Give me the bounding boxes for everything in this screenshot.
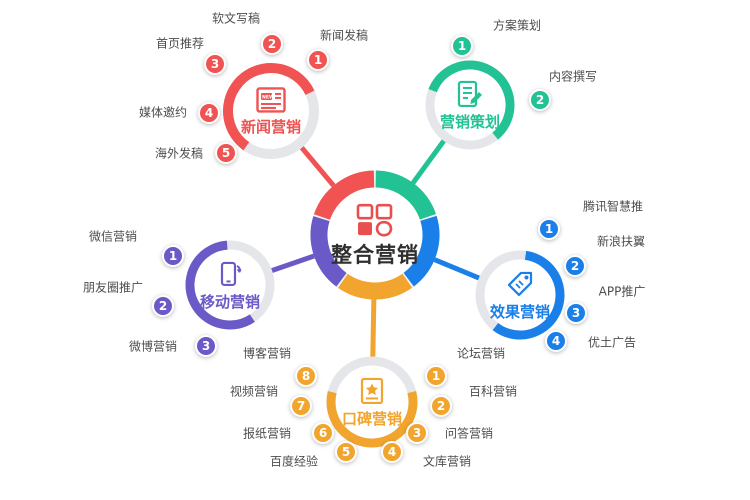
badge-koubei-3: 3 [406, 422, 428, 444]
badge-news-4: 4 [198, 102, 220, 124]
satellite-label-koubei: 口碑营销 [341, 409, 403, 428]
badge-effect-3: 3 [565, 302, 587, 324]
badge-koubei-2: 2 [430, 395, 452, 417]
plan-icon [440, 80, 500, 112]
center-ring-segment-orange [310, 170, 440, 300]
item-label-plan-1: 方案策划 [492, 18, 542, 33]
badge-news-2: 2 [261, 33, 283, 55]
satellite-mobile: 移动营销 [200, 260, 260, 310]
news-icon: NEW [241, 87, 301, 117]
item-label-effect-1: 腾讯智慧推 [582, 199, 644, 214]
item-label-koubei-6: 报纸营销 [242, 426, 292, 441]
badge-effect-2: 2 [564, 255, 586, 277]
badge-koubei-4: 4 [381, 441, 403, 463]
center-ring-segment-red [310, 170, 440, 300]
item-label-news-3: 首页推荐 [155, 36, 205, 51]
badge-koubei-7: 7 [290, 395, 312, 417]
badge-effect-4: 4 [545, 330, 567, 352]
item-label-koubei-3: 问答营销 [444, 426, 494, 441]
badge-koubei-6: 6 [312, 422, 334, 444]
mobile-icon [200, 260, 260, 292]
item-label-news-5: 海外发稿 [154, 146, 204, 161]
ring-news-arc [223, 63, 320, 159]
item-label-mobile-1: 微信营销 [88, 229, 138, 244]
badge-koubei-8: 8 [295, 365, 317, 387]
badge-koubei-1: 1 [425, 365, 447, 387]
badge-effect-1: 1 [538, 218, 560, 240]
badge-mobile-2: 2 [152, 295, 174, 317]
satellite-news: NEW 新闻营销 [241, 87, 301, 135]
item-label-koubei-5: 百度经验 [269, 454, 319, 469]
ring-mobile-arc [185, 240, 275, 330]
satellite-effect: 效果营销 [490, 270, 550, 320]
satellite-label-effect: 效果营销 [489, 302, 551, 321]
center-inner-disc [328, 188, 422, 282]
tag-icon [490, 270, 550, 302]
svg-text:NEW: NEW [262, 94, 274, 100]
item-label-news-4: 媒体邀约 [138, 105, 188, 120]
badge-news-3: 3 [204, 53, 226, 75]
badge-news-1: 1 [307, 49, 329, 71]
item-label-plan-2: 内容撰写 [548, 69, 598, 84]
item-label-koubei-7: 视频营销 [229, 384, 279, 399]
satellite-label-mobile: 移动营销 [199, 292, 261, 311]
badge-plan-1: 1 [451, 35, 473, 57]
badge-koubei-5: 5 [335, 441, 357, 463]
badge-plan-2: 2 [529, 89, 551, 111]
satellite-plan: 营销策划 [440, 80, 500, 130]
satellite-label-news: 新闻营销 [240, 117, 302, 136]
grid-icon [331, 203, 419, 241]
satellite-koubei: 口碑营销 [342, 377, 402, 427]
badge-mobile-1: 1 [162, 245, 184, 267]
item-label-mobile-2: 朋友圈推广 [82, 280, 144, 295]
badge-news-5: 5 [215, 142, 237, 164]
center-title: 整合营销 [331, 242, 419, 267]
item-label-koubei-1: 论坛营销 [456, 346, 506, 361]
item-label-koubei-4: 文库营销 [422, 454, 472, 469]
center-ring-segment-blue [310, 170, 440, 300]
item-label-mobile-3: 微博营销 [128, 339, 178, 354]
badge-mobile-3: 3 [195, 335, 217, 357]
item-label-koubei-8: 博客营销 [242, 346, 292, 361]
item-label-effect-4: 优土广告 [587, 335, 637, 350]
item-label-effect-2: 新浪扶翼 [596, 234, 646, 249]
item-label-news-2: 软文写稿 [211, 11, 261, 26]
center-node: 整合营销 [331, 203, 419, 267]
star-doc-icon [342, 377, 402, 409]
item-label-koubei-2: 百科营销 [468, 384, 518, 399]
satellite-label-plan: 营销策划 [439, 112, 501, 131]
ring-koubei-arc [326, 356, 418, 448]
item-label-effect-3: APP推广 [598, 284, 646, 299]
item-label-news-1: 新闻发稿 [319, 28, 369, 43]
